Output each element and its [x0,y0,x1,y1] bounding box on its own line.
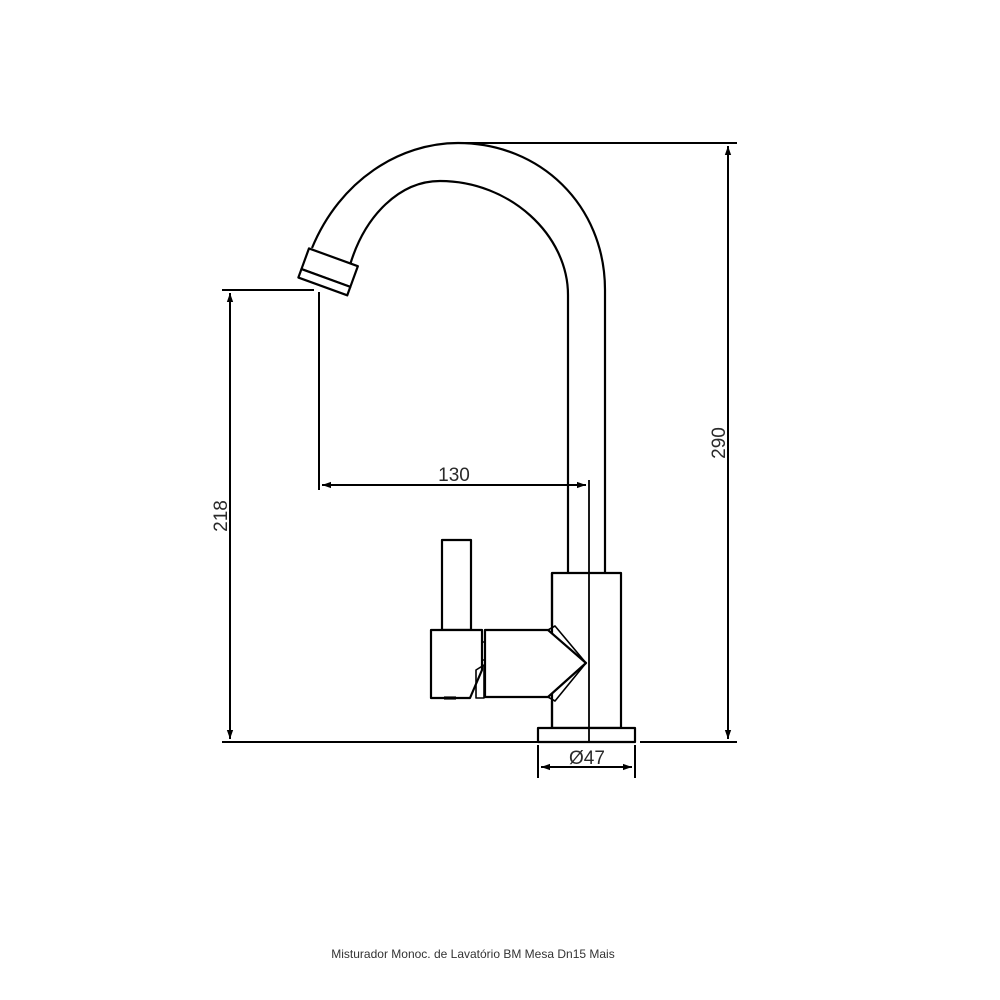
dimension-label-290: 290 [709,427,730,459]
dimension-label-130: 130 [438,465,470,486]
aerator [297,247,359,297]
base-flange [536,726,637,744]
spout-outer-curve [310,141,607,573]
faucet-outline [297,141,637,744]
lever-stem [440,538,473,632]
dimension-label-diameter: Ø47 [569,748,605,769]
spout-inner-curve [348,179,570,573]
dimension-spout-height [222,289,538,743]
lever-cap [429,628,484,700]
dimension-label-218: 218 [211,500,232,532]
dimension-total-height [458,142,737,743]
drawing-caption: Misturador Monoc. de Lavatório BM Mesa D… [331,947,615,961]
dimension-base-diameter [537,745,636,778]
lever-housing [483,628,588,699]
dimension-spout-reach [318,292,586,490]
